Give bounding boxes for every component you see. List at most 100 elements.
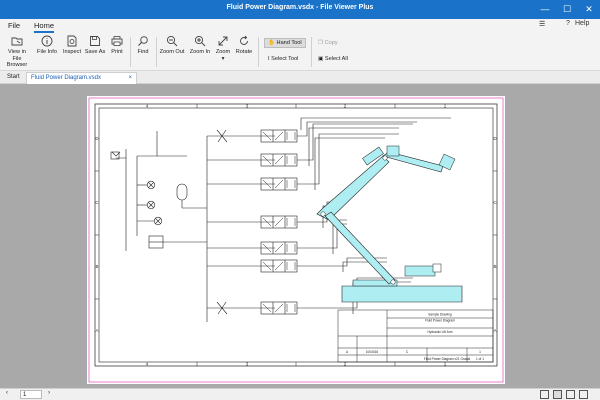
pump-circuit <box>110 131 208 322</box>
inspect-icon <box>67 35 77 47</box>
row-label-d-right: D <box>493 136 497 141</box>
col-label-4: 4 <box>146 104 149 109</box>
col-label-2: 2 <box>344 104 347 109</box>
menu-file[interactable]: File <box>8 21 21 30</box>
zoom-button[interactable]: Zoom ▾ <box>213 35 233 62</box>
row-label-a-right: A <box>493 328 496 333</box>
title-bar: Fluid Power Diagram.vsdx - File Viewer P… <box>0 0 600 19</box>
window-title: Fluid Power Diagram.vsdx - File Viewer P… <box>226 4 374 11</box>
previous-page-icon[interactable]: ‹ <box>6 390 8 396</box>
single-page-view-icon[interactable] <box>540 390 549 399</box>
row-label-a: A <box>95 328 98 333</box>
zoom-in-button[interactable]: Zoom In <box>187 35 213 56</box>
select-all-icon: ▣ <box>318 56 324 62</box>
row-label-d: D <box>95 136 99 141</box>
save-as-label: Save As <box>84 49 106 55</box>
zoom-out-button[interactable]: Zoom Out <box>158 35 186 56</box>
tab-document[interactable]: Fluid Power Diagram.vsdx × <box>26 72 137 84</box>
valve-bank <box>207 117 451 315</box>
grid-view-icon[interactable] <box>579 390 588 399</box>
printer-icon <box>111 36 123 46</box>
find-button[interactable]: Find <box>133 35 153 56</box>
title-block-rev: C <box>406 350 409 354</box>
help-icon[interactable]: ? <box>566 20 570 27</box>
ribbon-separator <box>130 37 131 67</box>
search-icon <box>138 36 148 46</box>
col-label-3-bottom: 3 <box>246 362 249 367</box>
tab-start[interactable]: Start <box>7 74 20 80</box>
continuous-view-icon[interactable] <box>553 390 562 399</box>
ribbon: View in File Browser File Info Inspect S… <box>0 33 600 71</box>
title-block <box>337 309 494 363</box>
folder-icon <box>11 37 23 46</box>
rotate-icon <box>240 35 248 45</box>
title-block-scale: 1 <box>479 350 481 354</box>
rotate-button[interactable]: Rotate <box>233 35 255 56</box>
text-cursor-icon: I <box>268 56 270 62</box>
settings-icon[interactable]: ☰ <box>539 21 546 28</box>
col-label-3: 3 <box>246 104 249 109</box>
title-block-dwg-no: 1004016 <box>366 350 379 354</box>
ribbon-separator <box>258 37 259 67</box>
title-block-size: A <box>346 350 349 354</box>
col-label-4-bottom: 4 <box>146 362 149 367</box>
col-label-2-bottom: 2 <box>344 362 347 367</box>
document-tab-bar: Start Fluid Power Diagram.vsdx × <box>0 71 600 84</box>
zoom-in-label: Zoom In <box>189 49 211 55</box>
row-label-c: C <box>95 200 99 205</box>
title-block-company: Sample Drawing <box>428 313 452 317</box>
inspect-button[interactable]: Inspect <box>61 35 83 56</box>
next-page-icon[interactable]: › <box>48 390 50 396</box>
help-button[interactable]: Help <box>575 20 590 27</box>
row-label-c-right: C <box>493 200 497 205</box>
select-all-label: Select All <box>324 56 348 62</box>
select-tool-button[interactable]: I Select Tool <box>268 56 298 62</box>
select-all-button[interactable]: ▣ Select All <box>318 56 348 62</box>
inner-border <box>94 103 498 367</box>
title-block-sheet: 1 of 1 <box>476 357 484 361</box>
crane-arm <box>316 145 463 303</box>
fluid-power-diagram: 4 3 2 1 4 3 2 1 D C B A D C B A <box>88 97 504 383</box>
menu-bar: File Home ☰ ? Help <box>0 19 600 33</box>
maximize-button[interactable]: ☐ <box>562 4 572 14</box>
col-label-1-bottom: 1 <box>444 362 447 367</box>
ribbon-separator <box>156 37 157 67</box>
zoom-out-label: Zoom Out <box>159 49 185 55</box>
view-in-file-browser-button[interactable]: View in File Browser <box>3 35 31 69</box>
print-label: Print <box>111 49 123 55</box>
info-icon <box>41 35 53 47</box>
title-block-name: Fluid Power Diagram v21 Gradal <box>424 357 471 361</box>
expand-icon <box>218 36 228 46</box>
chevron-down-icon: ▾ <box>221 55 225 62</box>
close-button[interactable]: ✕ <box>585 4 593 14</box>
two-page-view-icon[interactable] <box>566 390 575 399</box>
title-block-title: Fluid Power Diagram <box>425 319 455 323</box>
page-number-field[interactable]: 1 <box>20 390 42 399</box>
save-icon <box>90 36 100 46</box>
tab-document-label: Fluid Power Diagram.vsdx <box>31 75 102 81</box>
hand-tool-button[interactable]: ✋ Hand Tool <box>264 38 306 48</box>
zoom-in-icon <box>194 35 206 47</box>
inspect-label: Inspect <box>62 49 82 55</box>
print-button[interactable]: Print <box>107 35 127 56</box>
file-info-button[interactable]: File Info <box>34 35 60 56</box>
status-bar: ‹ 1 › <box>0 388 600 400</box>
copy-label: Copy <box>324 40 338 46</box>
view-in-file-browser-label-2: Browser <box>6 62 28 68</box>
menu-home[interactable]: Home <box>34 21 55 33</box>
minimize-button[interactable]: — <box>540 4 550 14</box>
hand-icon: ✋ <box>268 40 275 46</box>
close-tab-icon[interactable]: × <box>128 75 132 81</box>
hand-tool-label: Hand Tool <box>276 40 302 46</box>
drawing-border <box>98 107 494 363</box>
row-label-b-right: B <box>493 264 496 269</box>
document-canvas[interactable]: 4 3 2 1 4 3 2 1 D C B A D C B A <box>0 84 600 388</box>
outer-border <box>88 97 504 383</box>
view-in-file-browser-label-1: View in File <box>8 49 26 62</box>
copy-button[interactable]: ❐ Copy <box>318 40 338 46</box>
title-block-subtitle: Hydraulic Lift Arm <box>428 330 453 334</box>
row-label-b: B <box>95 264 98 269</box>
copy-icon: ❐ <box>318 40 324 46</box>
save-as-button[interactable]: Save As <box>84 35 106 56</box>
zoom-label: Zoom <box>215 49 231 55</box>
